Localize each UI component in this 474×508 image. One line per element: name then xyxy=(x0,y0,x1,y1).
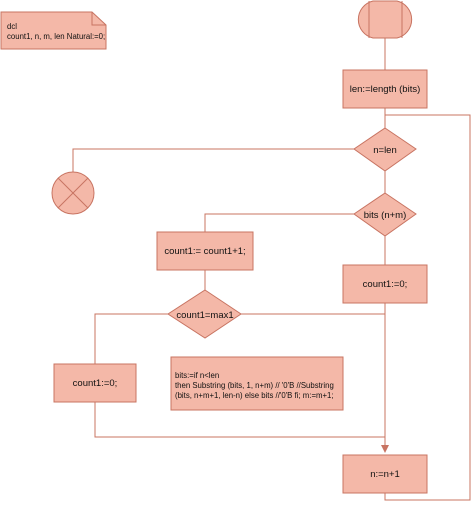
process-count-increment: count1:= count1+1; xyxy=(156,231,254,271)
edge-cond-max-to-count-reset-left xyxy=(94,313,168,364)
process-len-assign: len:=length (bits) xyxy=(342,69,428,109)
process-count-reset-right: count1:=0; xyxy=(342,264,428,304)
n-inc-label: n:=n+1 xyxy=(370,469,400,480)
note-line-2: count1, n, m, len Natural:=0; xyxy=(7,32,105,41)
edges xyxy=(72,38,471,501)
end-terminal xyxy=(51,171,95,215)
len-assign-label: len:=length (bits) xyxy=(350,84,421,95)
note-line-1: dcl xyxy=(7,22,17,31)
decision-bits: bits (n+m) xyxy=(353,192,417,237)
process-bits-update: bits:=if n<len then Substring (bits, 1, … xyxy=(170,356,344,411)
declaration-note: dcl count1, n, m, len Natural:=0; xyxy=(0,11,107,50)
decision-n-equals-len: n=len xyxy=(353,127,417,172)
count-reset-left-label: count1:=0; xyxy=(73,378,118,389)
cond-n-len-label: n=len xyxy=(373,145,397,156)
bits-update-line-1: bits:=if n<len xyxy=(175,371,219,380)
decision-count-max: count1=max1 xyxy=(167,289,242,339)
count-inc-label: count1:= count1+1; xyxy=(164,246,245,257)
count-reset-right-label: count1:=0; xyxy=(363,279,408,290)
start-terminal xyxy=(357,0,413,39)
bits-update-line-2: then Substring (bits, 1, n+m) // '0'B //… xyxy=(175,381,334,390)
process-count-reset-left: count1:=0; xyxy=(53,363,137,403)
cond-max-label: count1=max1 xyxy=(176,310,233,321)
process-n-increment: n:=n+1 xyxy=(342,454,428,494)
bits-update-line-3: (bits, n+m+1, len-n) else bits //'0'B fi… xyxy=(175,391,334,400)
cond-bits-label: bits (n+m) xyxy=(364,210,407,221)
edge-loop-back xyxy=(384,114,471,501)
edge-cond-true-to-end xyxy=(72,148,354,172)
edge-count-reset-left-join xyxy=(94,402,385,438)
edge-bits-to-count-inc xyxy=(204,213,354,232)
